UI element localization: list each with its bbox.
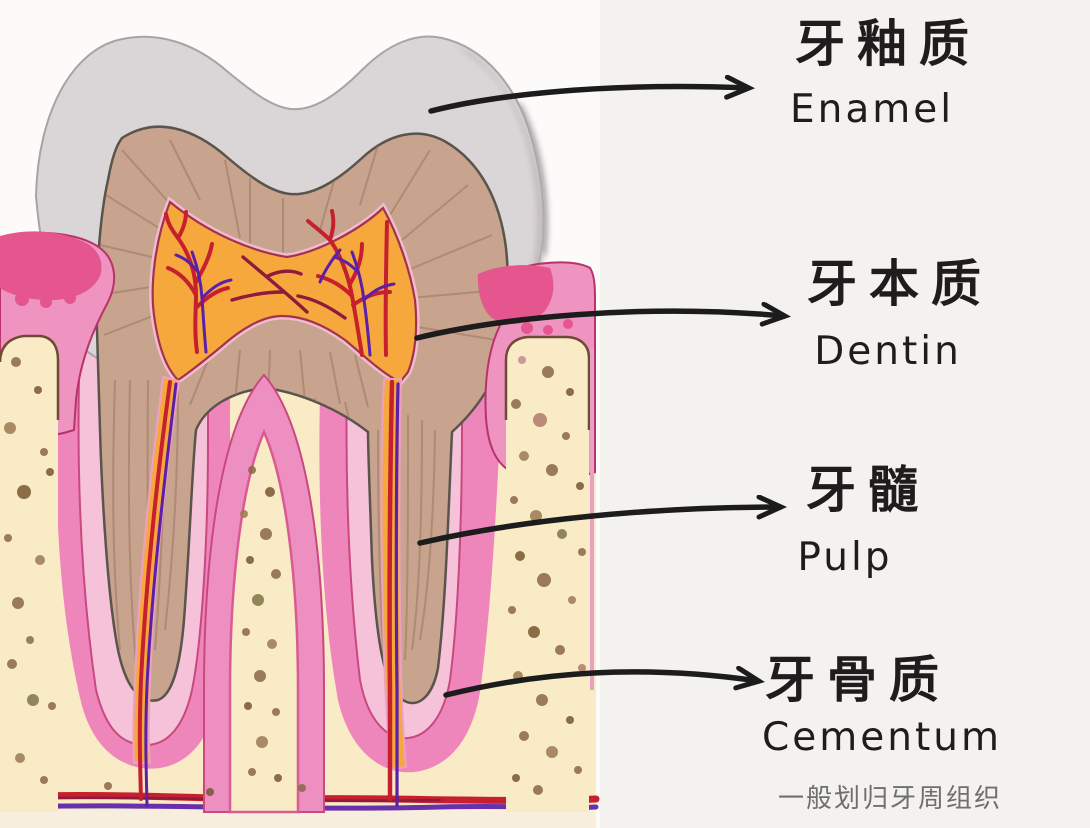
arrow-cementum bbox=[443, 672, 758, 698]
label-dentin-zh: 牙本质 bbox=[807, 255, 993, 313]
arrow-dentin bbox=[414, 311, 784, 341]
label-enamel-zh: 牙釉质 bbox=[795, 15, 981, 73]
gum-left-margin bbox=[0, 231, 102, 301]
label-enamel-en: Enamel bbox=[789, 87, 955, 132]
arrow-pulp bbox=[417, 507, 780, 546]
arrow-enamel bbox=[428, 87, 748, 114]
bone-left-window bbox=[0, 336, 58, 812]
label-cementum-note: 一般划归牙周组织 bbox=[777, 784, 1002, 814]
label-dentin-en: Dentin bbox=[814, 329, 962, 374]
label-pulp-en: Pulp bbox=[797, 535, 893, 580]
label-cementum-en: Cementum bbox=[762, 715, 1002, 760]
label-pulp-zh: 牙髓 bbox=[806, 461, 930, 519]
label-cementum-zh: 牙骨质 bbox=[765, 651, 951, 709]
annotation-arrows bbox=[414, 87, 784, 698]
bone-speckles bbox=[4, 356, 586, 796]
bone-crest-between-roots bbox=[203, 373, 325, 814]
pulp-vessels bbox=[137, 209, 400, 807]
gum-right-margin bbox=[477, 265, 554, 324]
